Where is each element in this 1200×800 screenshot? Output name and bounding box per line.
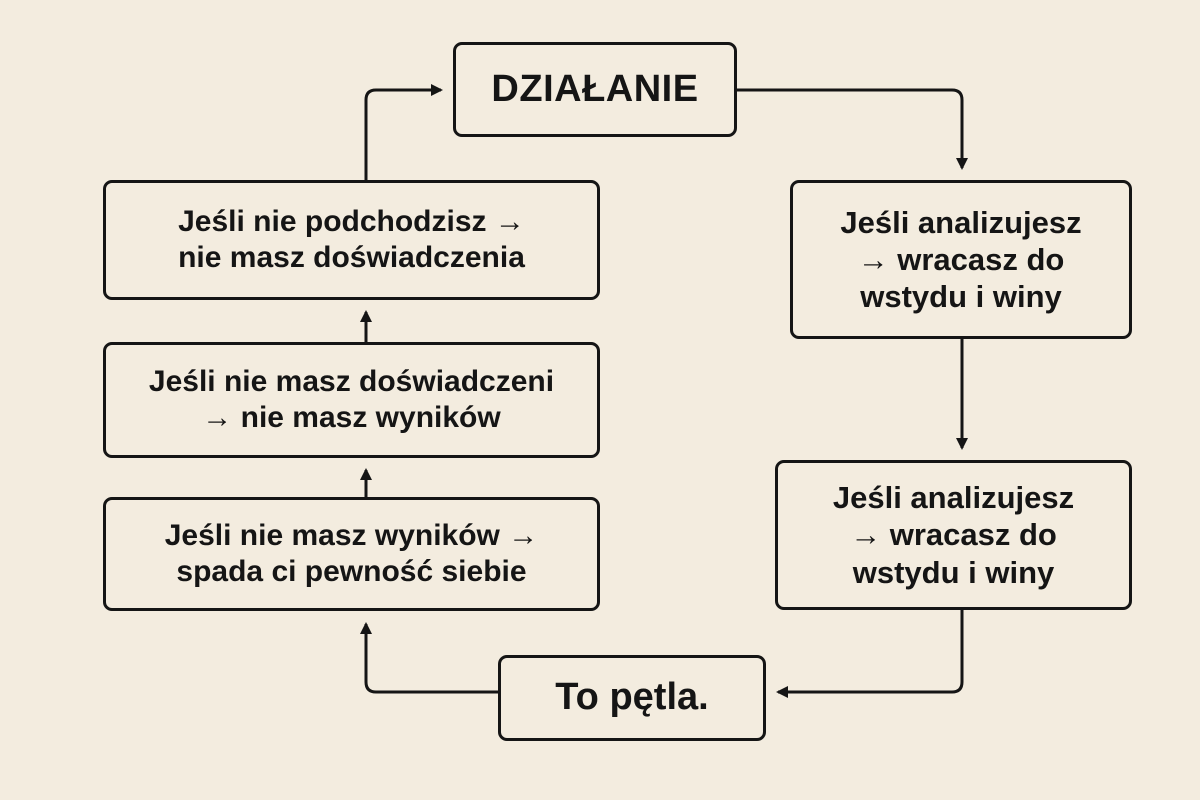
node-analyze-second-line-2: → wracasz do (850, 517, 1057, 553)
node-loop: To pętla. (498, 655, 766, 741)
node-no-approach-line-1: Jeśli nie podchodzisz → (178, 205, 525, 238)
node-no-results-line-1: Jeśli nie masz wyników → (164, 519, 539, 552)
node-analyze-second-line-1: Jeśli analizujesz (832, 480, 1075, 516)
node-no-experience-line-1: Jeśli nie masz doświadczeni (148, 365, 555, 398)
node-action: DZIAŁANIE (453, 42, 737, 137)
node-no-results: Jeśli nie masz wyników → spada ci pewnoś… (103, 497, 600, 611)
node-analyze-second-line-3: wstydu i winy (852, 554, 1055, 590)
arrow-no-approach-to-action (364, 84, 443, 180)
node-no-experience: Jeśli nie masz doświadczeni → nie masz w… (103, 342, 600, 458)
node-analyze-first: Jeśli analizujesz → wracasz do wstydu i … (790, 180, 1132, 339)
node-analyze-second: Jeśli analizujesz → wracasz do wstydu i … (775, 460, 1132, 610)
node-no-results-line-2: spada ci pewność siebie (176, 555, 527, 588)
node-no-experience-line-2: → nie masz wyników (202, 401, 501, 434)
node-loop-text: To pętla. (555, 676, 709, 719)
node-analyze-first-line-2: → wracasz do (857, 241, 1065, 277)
node-analyze-first-line-1: Jeśli analizujesz (840, 204, 1082, 240)
arrow-analyze-to-loop (776, 610, 964, 698)
node-no-approach: Jeśli nie podchodzisz → nie masz doświad… (103, 180, 600, 300)
arrow-loop-to-no-results (360, 622, 498, 694)
arrow-action-to-analyze (737, 88, 968, 170)
node-analyze-first-line-3: wstydu i winy (860, 279, 1062, 315)
node-no-approach-line-2: nie masz doświadczenia (178, 241, 525, 274)
node-action-text: DZIAŁANIE (491, 67, 699, 110)
